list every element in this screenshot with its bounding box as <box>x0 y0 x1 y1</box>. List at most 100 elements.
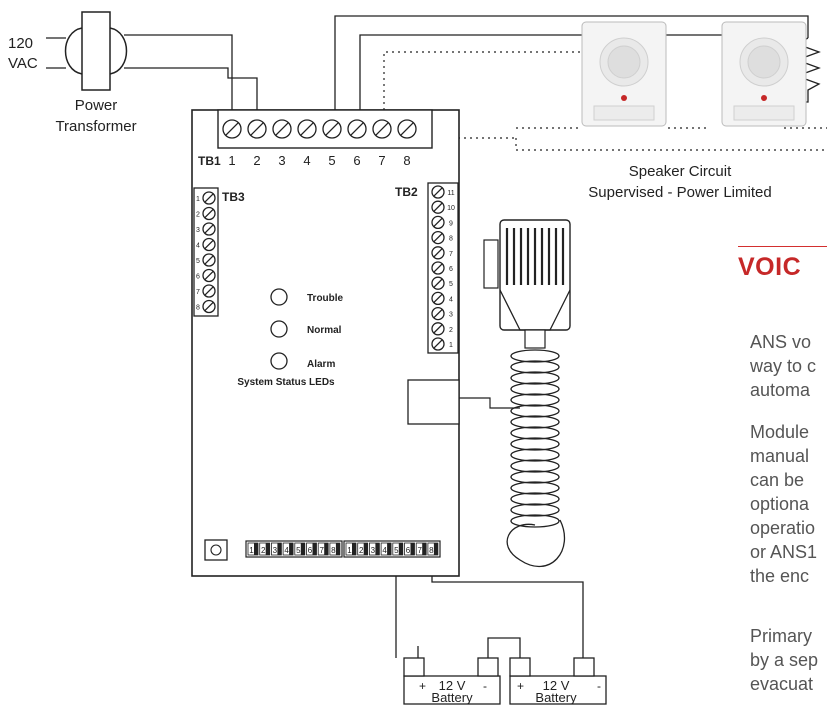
terminal-block-tb3: 1 2 3 4 5 6 7 8 TB3 <box>193 187 245 317</box>
battery-1-voltage: 12 V <box>439 678 466 693</box>
speaker-wiring <box>334 15 827 151</box>
speaker-circuit-line1: Speaker Circuit <box>629 163 732 180</box>
tb2-terminal-number: 11 <box>447 190 454 197</box>
tb1-screw-icon <box>272 119 292 139</box>
battery-1-name: Battery <box>431 690 473 705</box>
tb2-terminal-number: 2 <box>449 327 453 334</box>
power-transformer: 120 VAC Power Transformer <box>8 11 258 135</box>
dip-switch-number: 8 <box>429 546 434 555</box>
tb3-screw-icon <box>202 237 216 252</box>
trouble-led <box>270 288 288 306</box>
side-line: automa <box>750 380 811 400</box>
tb2-terminal-number: 9 <box>449 220 453 227</box>
tb1-terminal-number: 1 <box>228 153 235 168</box>
tb1-terminal-number: 2 <box>253 153 260 168</box>
battery-2-plus: + <box>517 679 524 693</box>
tb3-screw-icon <box>202 284 216 298</box>
side-line: Module <box>750 422 810 442</box>
side-line: can be <box>750 470 805 490</box>
tb3-terminal-number: 4 <box>196 243 200 250</box>
tb3-terminal-number: 3 <box>196 227 200 234</box>
tb2-screw-icon <box>431 185 445 199</box>
tb2-terminal-number: 5 <box>449 281 453 288</box>
tb3-terminal-number: 5 <box>196 258 200 265</box>
tb2-screw-icon <box>431 215 445 230</box>
tb3-terminal-number: 8 <box>196 305 200 312</box>
battery-2: + - 12 V Battery <box>509 657 607 705</box>
side-paragraph-3: Primary by a sep evacuat <box>750 624 827 696</box>
side-paragraph-1: ANS vo way to c automa <box>750 330 827 402</box>
side-heading: VOIC <box>738 246 827 282</box>
tb1-screw-icon <box>297 119 317 139</box>
tb2-screw-icon <box>431 276 445 290</box>
side-line: Primary <box>750 626 812 646</box>
battery-2-name: Battery <box>535 690 577 705</box>
dip-switch-number: 4 <box>284 546 289 555</box>
side-line: the enc <box>750 566 810 586</box>
dip-switch-number: 3 <box>273 546 278 555</box>
speaker-1 <box>581 21 667 127</box>
speaker-2 <box>721 21 807 127</box>
tb3-terminal-number: 1 <box>196 196 200 203</box>
tb1-terminal-number: 4 <box>303 153 310 168</box>
tb3-screw-icon <box>202 253 216 267</box>
tb1-terminal-number: 3 <box>278 153 285 168</box>
tb1-terminal-number: 8 <box>403 153 410 168</box>
tb3-screw-icon <box>202 191 216 205</box>
side-paragraph-2: Module manual can be optiona operatio or… <box>750 420 827 588</box>
dip-switch-number: 1 <box>249 546 254 555</box>
dip-switch-number: 1 <box>347 546 352 555</box>
tb1-screw-icon <box>322 119 342 139</box>
tb2-terminal-number: 3 <box>449 312 453 319</box>
dip-switch-number: 6 <box>406 546 411 555</box>
tb1-terminal-number: 7 <box>378 153 385 168</box>
dip-switch-number: 4 <box>382 546 387 555</box>
vac-label-line2: VAC <box>8 55 38 72</box>
tb3-terminal-number: 6 <box>196 274 200 281</box>
trouble-label: Trouble <box>307 293 344 304</box>
microphone <box>407 219 571 567</box>
heading-rule <box>738 246 827 247</box>
dip-switch-number: 3 <box>371 546 376 555</box>
tb3-screw-icon <box>202 206 216 221</box>
vac-label-line1: 120 <box>8 35 33 52</box>
tb2-screw-icon <box>431 246 445 260</box>
side-line: by a sep <box>750 650 819 670</box>
tb3-label: TB3 <box>222 190 245 204</box>
transformer-label-line1: Power <box>75 97 118 114</box>
tb2-screw-icon <box>431 322 445 336</box>
side-title: VOIC <box>738 253 802 281</box>
tb1-terminal-number: 6 <box>353 153 360 168</box>
tb3-screw-icon <box>202 222 216 236</box>
tb3-terminal-number: 7 <box>196 289 200 296</box>
tb1-screw-icon <box>397 119 417 139</box>
normal-label: Normal <box>307 325 342 336</box>
control-board <box>191 109 460 577</box>
side-line: or ANS1 <box>750 542 818 562</box>
tb1-screw-icon <box>222 119 242 139</box>
battery-1-minus: - <box>483 679 487 693</box>
tb2-screw-icon <box>431 306 445 321</box>
tb2-screw-icon <box>431 291 445 306</box>
dip-switch-number: 2 <box>359 546 364 555</box>
tb2-terminal-number: 6 <box>449 266 453 273</box>
tb2-terminal-number: 8 <box>449 236 453 243</box>
battery-2-voltage: 12 V <box>543 678 570 693</box>
leds-caption: System Status LEDs <box>237 377 335 388</box>
dip-switch-number: 6 <box>308 546 313 555</box>
tb3-terminal-number: 2 <box>196 212 200 219</box>
dip-switch-number: 8 <box>331 546 336 555</box>
normal-led <box>270 320 288 338</box>
dip-switch-number: 7 <box>319 546 324 555</box>
tb2-label: TB2 <box>395 185 418 199</box>
tb1-label: TB1 <box>198 154 221 168</box>
side-line: optiona <box>750 494 810 514</box>
alarm-label: Alarm <box>307 359 335 370</box>
tb2-terminal-number: 10 <box>447 205 455 212</box>
side-line: manual <box>750 446 810 466</box>
side-line: evacuat <box>750 674 814 694</box>
side-line: ANS vo <box>750 332 812 352</box>
